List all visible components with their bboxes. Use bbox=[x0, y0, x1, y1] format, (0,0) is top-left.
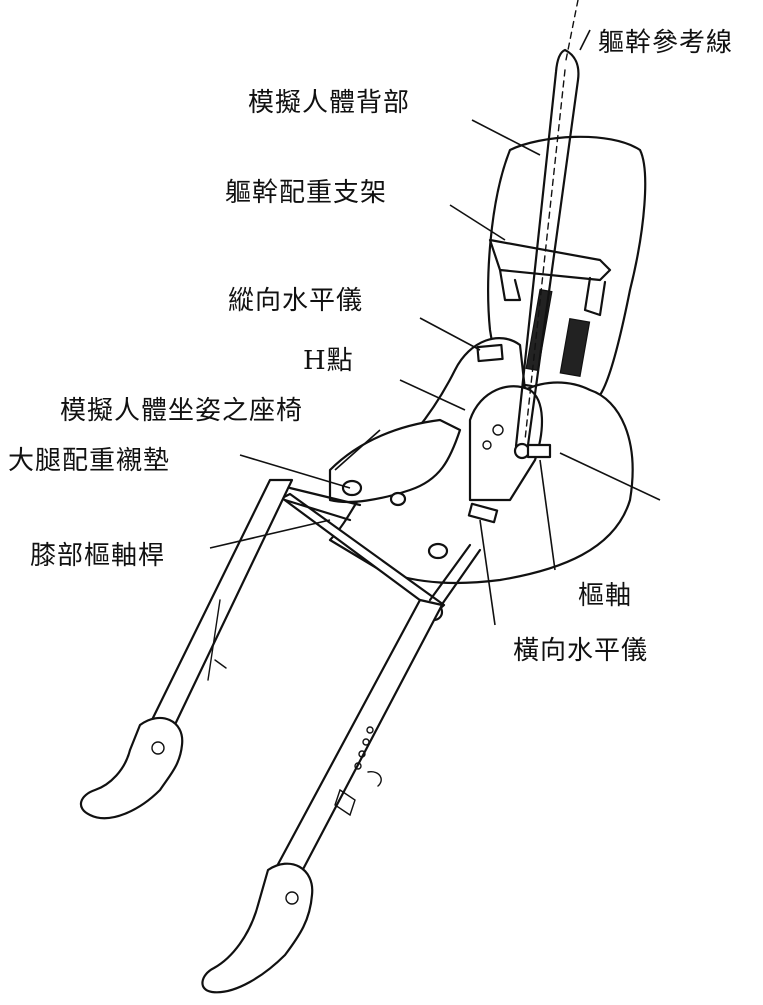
leader-lateral-level bbox=[479, 519, 496, 626]
leader-back bbox=[471, 119, 541, 156]
hanger-block bbox=[559, 317, 591, 378]
leader-h-point bbox=[399, 379, 466, 411]
label-thigh-weight-pad: 大腿配重襯墊 bbox=[8, 446, 171, 476]
hip-hole-1 bbox=[492, 424, 504, 436]
label-torso-weight-hanger: 軀幹配重支架 bbox=[225, 178, 388, 208]
bolt-3 bbox=[427, 542, 449, 560]
leader-knee-bar bbox=[209, 519, 331, 549]
pivot-shaft bbox=[526, 443, 552, 459]
leader-seat bbox=[334, 429, 381, 471]
leg-right-clamp bbox=[334, 771, 382, 817]
label-longitudinal-level: 縱向水平儀 bbox=[228, 286, 364, 316]
leg-left-detail bbox=[207, 599, 227, 681]
label-h-point: H點 bbox=[303, 346, 354, 376]
label-lateral-level: 橫向水平儀 bbox=[513, 636, 649, 666]
leader-hanger bbox=[449, 204, 506, 241]
label-seat-pan: 模擬人體坐姿之座椅 bbox=[60, 396, 304, 426]
leg-left bbox=[146, 478, 294, 737]
thigh-rod-right bbox=[428, 543, 482, 612]
label-knee-pivot-bar: 膝部樞軸桿 bbox=[30, 541, 166, 571]
leader-pivot bbox=[539, 459, 556, 571]
leg-right-holes bbox=[354, 726, 374, 770]
hanger-frame bbox=[488, 238, 612, 317]
thigh-rod-left bbox=[283, 486, 362, 522]
pivot-axis-line bbox=[559, 452, 661, 501]
ankle-right bbox=[285, 891, 299, 905]
ankle-left bbox=[151, 741, 165, 755]
bolt-2 bbox=[389, 491, 407, 507]
hip-hole-2 bbox=[482, 440, 492, 450]
foot-left bbox=[79, 716, 184, 820]
thigh-pad-shape bbox=[328, 418, 462, 504]
longitudinal-level-shape bbox=[476, 343, 504, 363]
label-manikin-back: 模擬人體背部 bbox=[248, 88, 411, 118]
leader-thigh-pad bbox=[239, 454, 351, 489]
lateral-level-shape bbox=[467, 502, 499, 524]
reference-line-rod-dash bbox=[524, 69, 566, 441]
label-pivot: 樞軸 bbox=[578, 581, 633, 611]
leg-right bbox=[274, 598, 444, 877]
leader-longitudinal-level bbox=[419, 317, 481, 351]
bolt-1 bbox=[341, 479, 363, 497]
leader-reference-line bbox=[579, 29, 591, 51]
label-torso-reference-line: 軀幹參考線 bbox=[598, 28, 734, 58]
knee-bar bbox=[280, 492, 446, 614]
foot-right bbox=[201, 862, 314, 994]
